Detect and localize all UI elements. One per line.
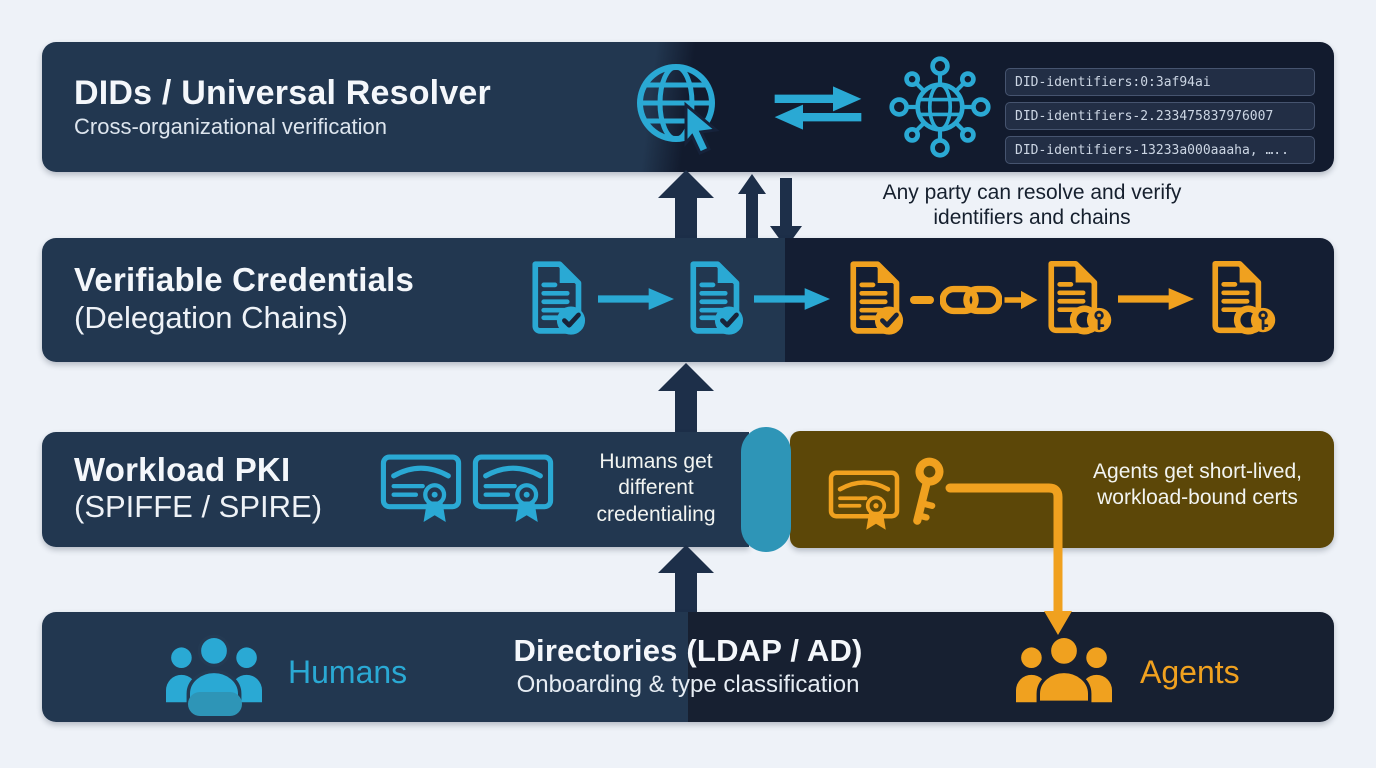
layer-dids-universal-resolver: DIDs / Universal Resolver Cross-organiza… bbox=[42, 42, 1334, 172]
did-identifier-text: DID-identifiers-2.233475837976007 bbox=[1015, 108, 1274, 124]
pki-subtitle: (SPIFFE / SPIRE) bbox=[74, 489, 323, 525]
dids-subtitle: Cross-organizational verification bbox=[74, 113, 388, 139]
dids-text-block: DIDs / Universal Resolver Cross-organiza… bbox=[74, 42, 491, 172]
dir-text-block: Directories (LDAP / AD) Onboarding & typ… bbox=[388, 612, 988, 722]
did-identifier-text: DID-identifiers:0:3af94ai bbox=[1015, 74, 1211, 90]
humans-label: Humans bbox=[288, 654, 408, 690]
resolve-annotation: Any party can resolve and verify identif… bbox=[882, 181, 1182, 229]
up-arrow-dir-to-pki bbox=[658, 545, 714, 613]
delegation-arrow bbox=[754, 288, 830, 310]
vc-title: Verifiable Credentials bbox=[74, 261, 415, 299]
certificate-icon bbox=[828, 465, 900, 533]
did-identifier-chip: DID-identifiers-13233a000aaaha, ….. bbox=[1005, 136, 1315, 164]
did-identifier-chip: DID-identifiers:0:3af94ai bbox=[1005, 68, 1315, 96]
humans-accent-pill bbox=[188, 692, 242, 716]
pki-divider-pill bbox=[741, 427, 791, 552]
dids-title: DIDs / Universal Resolver bbox=[74, 73, 491, 112]
up-arrow-vc-to-dids bbox=[658, 170, 714, 240]
network-globe-icon bbox=[888, 55, 992, 159]
humans-credentialing-note: Humans get different credentialing bbox=[596, 450, 716, 526]
credential-doc-check-icon bbox=[524, 260, 586, 336]
pki-text-block: Workload PKI (SPIFFE / SPIRE) bbox=[74, 432, 322, 547]
dir-subtitle: Onboarding & type classification bbox=[516, 671, 860, 699]
credential-doc-check-icon bbox=[842, 260, 904, 336]
resolve-updown-arrows-icon bbox=[738, 174, 802, 250]
globe-cursor-icon bbox=[628, 55, 732, 159]
chain-link-icon bbox=[940, 282, 1002, 318]
did-identifier-list: DID-identifiers:0:3af94ai DID-identifier… bbox=[1005, 68, 1315, 164]
agents-label: Agents bbox=[1140, 654, 1240, 690]
sync-arrows-icon bbox=[768, 80, 868, 136]
vc-subtitle: (Delegation Chains) bbox=[74, 299, 348, 335]
did-identifier-chip: DID-identifiers-2.233475837976007 bbox=[1005, 102, 1315, 130]
delegation-arrow bbox=[1118, 288, 1194, 310]
delegation-arrow bbox=[598, 288, 674, 310]
did-identifier-text: DID-identifiers-13233a000aaaha, ….. bbox=[1015, 142, 1289, 158]
dir-title: Directories (LDAP / AD) bbox=[513, 633, 863, 669]
certificate-icon bbox=[472, 448, 554, 526]
credential-doc-check-icon bbox=[682, 260, 744, 336]
key-icon bbox=[904, 457, 948, 531]
layer-directories: Humans Directories (LDAP / AD) Onboardin… bbox=[42, 612, 1334, 722]
credential-doc-key-icon bbox=[1204, 260, 1279, 335]
agents-group-icon bbox=[1014, 632, 1114, 704]
agent-cert-arrow bbox=[945, 477, 1080, 647]
layer-workload-pki-humans: Workload PKI (SPIFFE / SPIRE) bbox=[42, 432, 749, 547]
vc-text-block: Verifiable Credentials (Delegation Chain… bbox=[74, 238, 414, 362]
credential-doc-key-icon bbox=[1040, 260, 1115, 335]
delegation-arrow-short bbox=[1004, 289, 1038, 311]
certificate-icon bbox=[380, 448, 462, 526]
up-arrow-pki-to-vc bbox=[658, 363, 714, 433]
layer-verifiable-credentials: Verifiable Credentials (Delegation Chain… bbox=[42, 238, 1334, 362]
chain-dash bbox=[910, 296, 934, 304]
pki-title: Workload PKI bbox=[74, 450, 291, 488]
agents-certs-note: Agents get short-lived, workload-bound c… bbox=[1093, 460, 1302, 510]
